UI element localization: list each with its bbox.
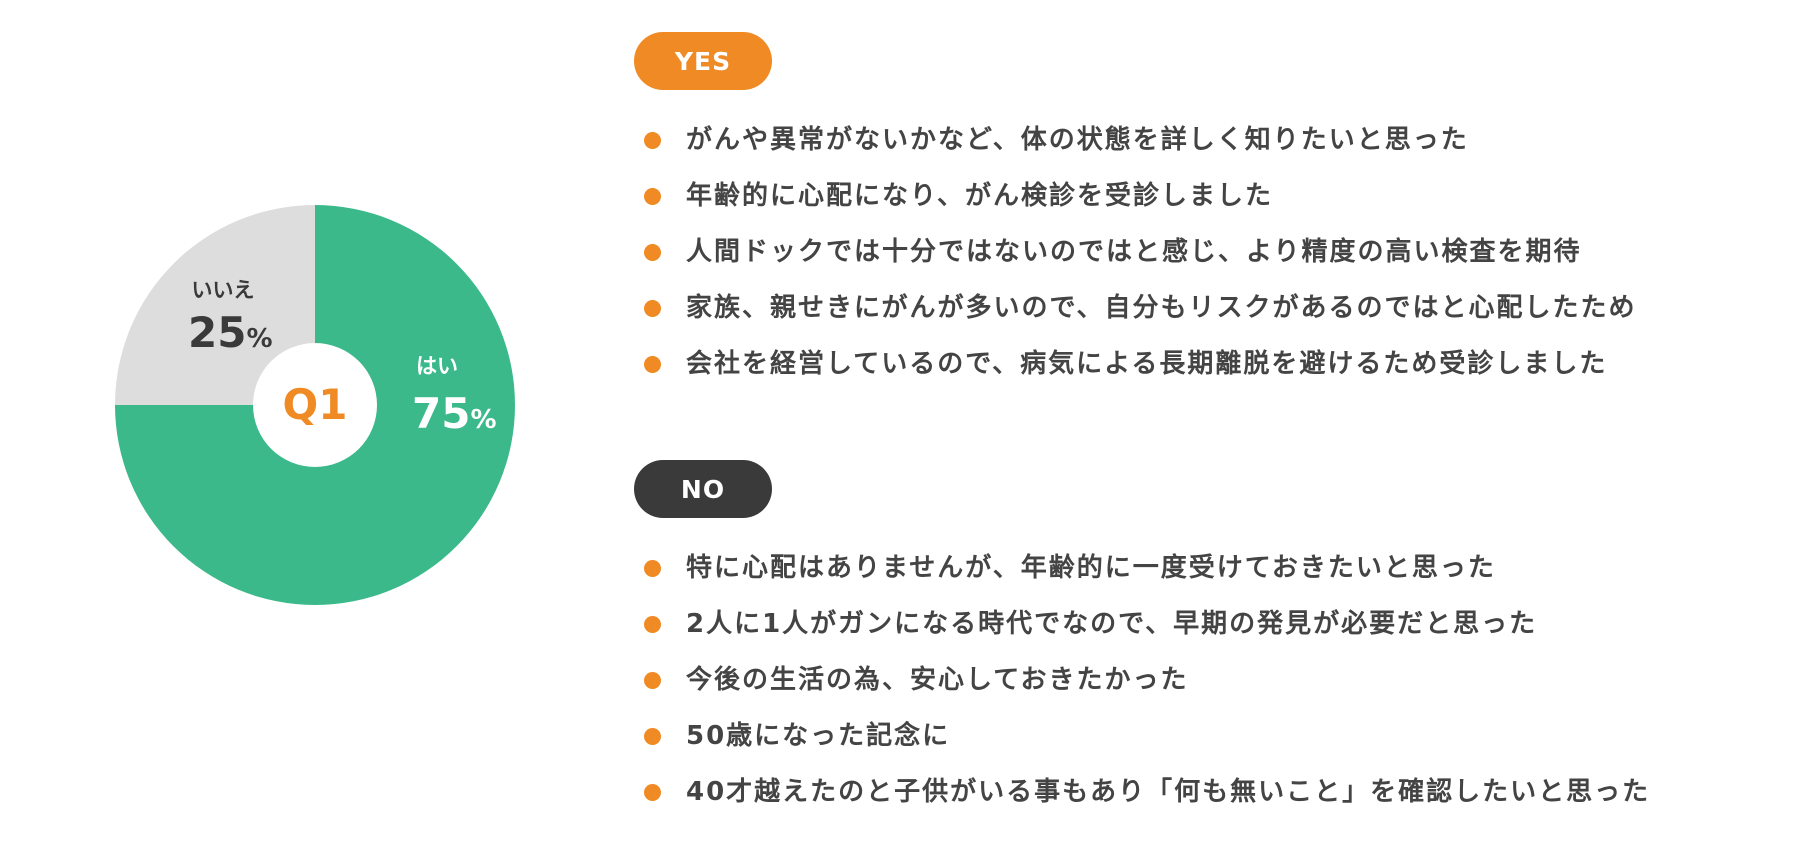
bullet-dot-icon <box>644 728 661 745</box>
slice-value-no-number: 25 <box>188 308 246 357</box>
no-badge: NO <box>634 460 772 518</box>
bullet-dot-icon <box>644 560 661 577</box>
no-reason-text: 40才越えたのと子供がいる事もあり「何も無いこと」を確認したいと思った <box>686 777 1651 807</box>
yes-reason-item: 年齢的に心配になり、がん検診を受診しました <box>644 168 1636 224</box>
no-reason-text: 2人に1人がガンになる時代でなので、早期の発見が必要だと思った <box>686 609 1538 639</box>
yes-reason-text: 人間ドックでは十分ではないのではと感じ、より精度の高い検査を期待 <box>686 237 1582 267</box>
yes-reason-text: 会社を経営しているので、病気による長期離脱を避けるため受診しました <box>686 349 1608 379</box>
yes-badge: YES <box>634 32 772 90</box>
yes-reason-text: 年齢的に心配になり、がん検診を受診しました <box>686 181 1273 211</box>
no-reason-item: 40才越えたのと子供がいる事もあり「何も無いこと」を確認したいと思った <box>644 764 1650 820</box>
no-reason-item: 2人に1人がガンになる時代でなので、早期の発見が必要だと思った <box>644 596 1650 652</box>
yes-reason-text: 家族、親せきにがんが多いので、自分もリスクがあるのではと心配したため <box>686 293 1637 323</box>
no-reason-text: 今後の生活の為、安心しておきたかった <box>686 665 1189 695</box>
center-label: Q1 <box>283 380 348 429</box>
no-reason-item: 50歳になった記念に <box>644 708 1650 764</box>
slice-value-no: 25% <box>188 308 273 357</box>
no-reasons-list: 特に心配はありませんが、年齢的に一度受けておきたいと思った 2人に1人がガンになる… <box>644 540 1650 820</box>
slice-value-yes: 75% <box>412 389 497 438</box>
yes-reason-item: 家族、親せきにがんが多いので、自分もリスクがあるのではと心配したため <box>644 280 1636 336</box>
slice-label-no: いいえ <box>192 278 255 302</box>
bullet-dot-icon <box>644 244 661 261</box>
bullet-dot-icon <box>644 356 661 373</box>
bullet-dot-icon <box>644 188 661 205</box>
bullet-dot-icon <box>644 300 661 317</box>
yes-reason-item: 人間ドックでは十分ではないのではと感じ、より精度の高い検査を期待 <box>644 224 1636 280</box>
no-reason-text: 特に心配はありませんが、年齢的に一度受けておきたいと思った <box>686 553 1496 583</box>
slice-label-yes: はい <box>416 354 458 378</box>
no-reason-item: 特に心配はありませんが、年齢的に一度受けておきたいと思った <box>644 540 1650 596</box>
yes-reason-item: 会社を経営しているので、病気による長期離脱を避けるため受診しました <box>644 336 1636 392</box>
no-reason-item: 今後の生活の為、安心しておきたかった <box>644 652 1650 708</box>
bullet-dot-icon <box>644 132 661 149</box>
yes-reasons-list: がんや異常がないかなど、体の状態を詳しく知りたいと思った年齢的に心配になり、がん… <box>644 112 1636 392</box>
bullet-dot-icon <box>644 616 661 633</box>
slice-value-yes-unit: % <box>470 405 496 435</box>
yes-reason-item: がんや異常がないかなど、体の状態を詳しく知りたいと思った <box>644 112 1636 168</box>
slice-no <box>115 205 315 405</box>
no-reason-text: 50歳になった記念に <box>686 721 951 751</box>
bullet-dot-icon <box>644 672 661 689</box>
slice-value-yes-number: 75 <box>412 389 470 438</box>
slice-value-no-unit: % <box>246 324 272 354</box>
bullet-dot-icon <box>644 784 661 801</box>
donut-chart: Q1 はい 75% いいえ 25% <box>115 205 515 605</box>
donut-hole <box>253 343 377 467</box>
yes-reason-text: がんや異常がないかなど、体の状態を詳しく知りたいと思った <box>686 125 1469 155</box>
